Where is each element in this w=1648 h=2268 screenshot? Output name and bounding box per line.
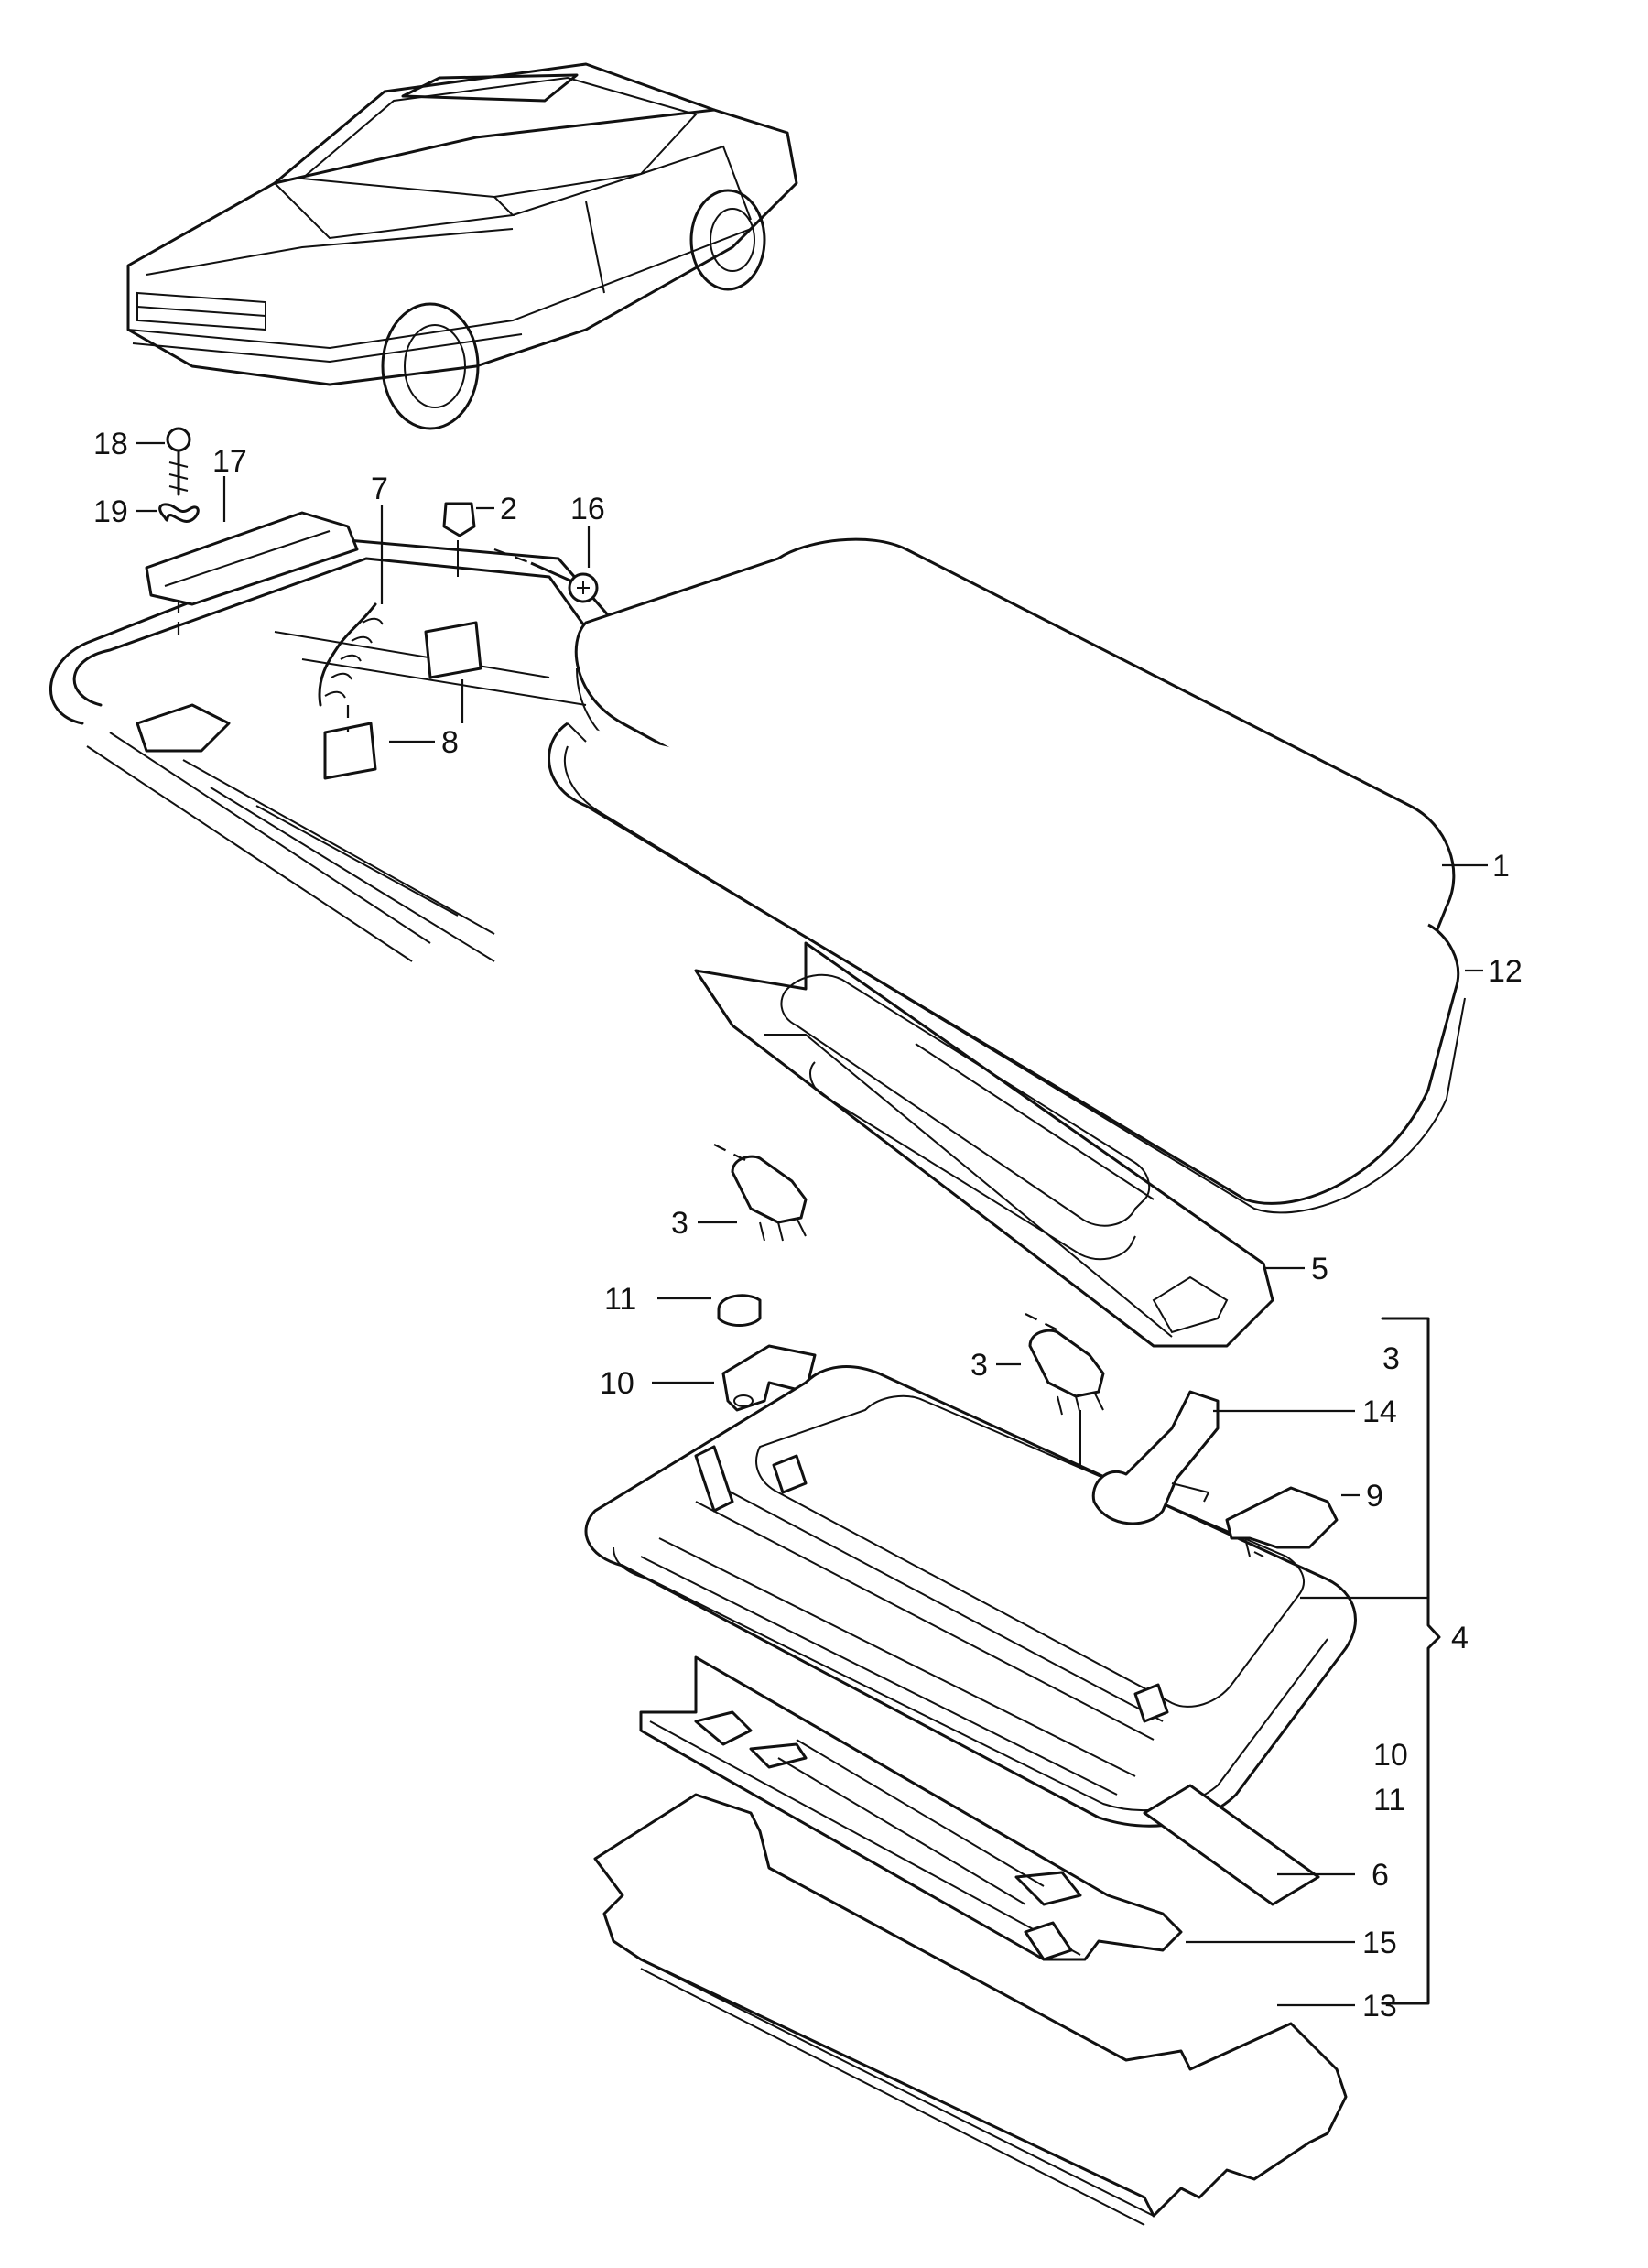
callout-3: 3 (671, 1206, 688, 1241)
callout-3-lower: 3 (970, 1348, 988, 1383)
callout-5: 5 (1311, 1252, 1328, 1286)
callout-12: 12 (1488, 954, 1523, 989)
bracket-item-10: 10 (1373, 1738, 1408, 1773)
callout-19: 19 (93, 494, 128, 529)
callout-11: 11 (604, 1282, 636, 1317)
group-bracket (1381, 1317, 1441, 2005)
foam-strip-6 (1143, 1784, 1320, 1906)
callout-15: 15 (1362, 1926, 1397, 1960)
sunroof-headliner-panel (694, 941, 1274, 1348)
bracket-group-label: 4 (1451, 1621, 1469, 1655)
callout-7: 7 (371, 472, 388, 506)
sunroof-seal (548, 722, 1466, 1214)
callout-labels: 18 17 19 7 2 16 8 1 12 3 5 11 10 3 14 9 … (93, 427, 1523, 2024)
callout-16: 16 (570, 492, 605, 526)
bracket-9 (1225, 1486, 1339, 1557)
callout-10: 10 (600, 1366, 634, 1401)
callout-9: 9 (1366, 1479, 1383, 1514)
callout-17: 17 (212, 444, 247, 479)
mounting-bracket-10 (721, 1344, 817, 1412)
callout-13: 13 (1362, 1989, 1397, 2024)
roof-frame-assembly (49, 427, 624, 962)
callout-8: 8 (441, 725, 459, 760)
callout-14: 14 (1362, 1394, 1397, 1429)
rubber-plug-11 (717, 1294, 762, 1327)
lever-14 (1091, 1390, 1220, 1525)
callout-2: 2 (500, 492, 517, 526)
sunroof-frame (584, 1365, 1357, 1828)
clip-upper (713, 1144, 808, 1242)
leader-lines (136, 441, 1488, 2007)
car-illustration (126, 62, 798, 430)
bracket-item-3: 3 (1382, 1341, 1400, 1376)
callout-6: 6 (1372, 1858, 1389, 1893)
callout-18: 18 (93, 427, 128, 461)
reinforcement-frame-15 (639, 1655, 1183, 1961)
bracket-item-11: 11 (1373, 1783, 1405, 1818)
roof-headliner-13 (593, 1793, 1348, 2226)
callout-1: 1 (1492, 849, 1510, 884)
